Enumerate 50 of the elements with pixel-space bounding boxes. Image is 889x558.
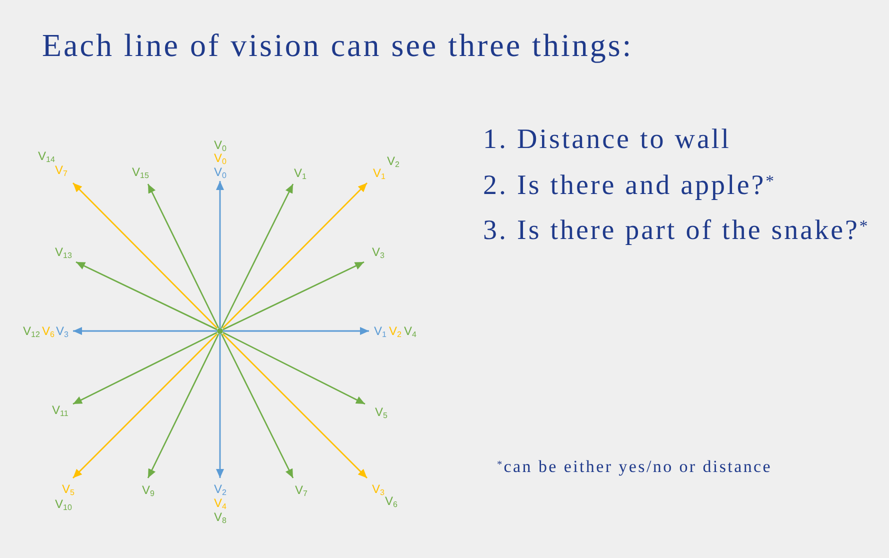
- arrow: [72, 332, 218, 405]
- arrow: [72, 182, 218, 328]
- direction-label: V$_{6}$: [385, 494, 398, 508]
- direction-label: V$_{0}$: [214, 165, 226, 179]
- direction-label: V$_{8}$: [214, 510, 226, 524]
- arrow: [216, 181, 224, 328]
- direction-label: V$_{3}$: [372, 482, 384, 496]
- direction-label: V$_{2}$: [214, 482, 226, 496]
- arrow: [73, 327, 217, 335]
- direction-label: V$_{9}$: [142, 483, 154, 497]
- arrow: [222, 261, 364, 330]
- arrow: [222, 182, 368, 328]
- arrow: [216, 334, 224, 478]
- direction-label: V$_{12}$: [23, 324, 40, 338]
- direction-label: V$_{14}$: [38, 149, 55, 163]
- direction-label: V$_{2}$: [389, 324, 402, 338]
- direction-label: V$_{1}$: [374, 324, 386, 338]
- direction-label: V$_{4}$: [214, 496, 226, 510]
- direction-label: V$_{3}$: [56, 324, 68, 338]
- arrow: [147, 184, 220, 328]
- direction-label: V$_{7}$: [295, 483, 308, 497]
- direction-label: V$_{7}$: [55, 163, 68, 177]
- direction-label: V$_{0}$: [214, 151, 226, 165]
- direction-label: V$_{0}$: [214, 138, 226, 152]
- direction-label: V$_{1}$: [373, 166, 386, 180]
- direction-label: V$_{11}$: [52, 403, 68, 417]
- list-item: 3. Is there part of the snake?$^{*}$: [483, 214, 870, 248]
- arrow: [220, 184, 294, 328]
- direction-label: V$_{10}$: [55, 497, 72, 511]
- arrow: [76, 261, 218, 330]
- direction-label: V$_{5}$: [375, 405, 388, 419]
- arrow: [222, 334, 368, 478]
- direction-label: V$_{15}$: [132, 165, 149, 179]
- list-item: 1. Distance to wall: [483, 123, 731, 157]
- direction-label: V$_{6}$: [42, 324, 54, 338]
- arrow: [223, 327, 369, 335]
- direction-label: V$_{13}$: [55, 245, 72, 259]
- title: Each line of vision can see three things:: [42, 26, 634, 64]
- arrow: [72, 334, 218, 478]
- direction-label: V$_{4}$: [404, 324, 416, 338]
- footnote: $^{*}$can be either yes/no or distance: [497, 456, 772, 477]
- direction-label: V$_{3}$: [372, 245, 384, 259]
- arrow: [147, 334, 220, 478]
- direction-label: V$_{5}$: [62, 482, 74, 496]
- center-dot: [217, 328, 223, 334]
- arrow: [222, 332, 366, 405]
- list-item: 2. Is there and apple?$^{*}$: [483, 169, 776, 203]
- direction-label: V$_{1}$: [294, 166, 306, 180]
- arrow: [220, 334, 294, 478]
- direction-label: V$_{2}$: [387, 154, 400, 168]
